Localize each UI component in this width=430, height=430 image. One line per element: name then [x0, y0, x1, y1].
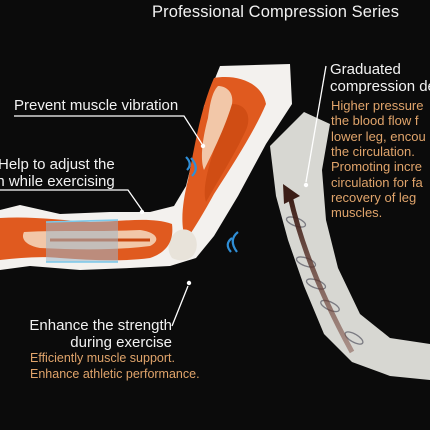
sleeve-leg	[270, 112, 430, 380]
thigh-muscle-inner	[204, 104, 249, 202]
callout-graduated-sub: Promoting incre	[331, 159, 423, 175]
callout-adjust-line: on while exercising	[0, 172, 115, 190]
callout-graduated-sub: lower leg, encou	[331, 128, 426, 144]
sleeve-band-top	[45, 219, 119, 223]
callout-adjust-line: Help to adjust the	[0, 156, 115, 173]
circulation-arrow	[287, 195, 355, 354]
callout-graduated-sub: the blood flow f	[331, 113, 419, 129]
sleeve-band	[46, 220, 118, 262]
callout-strength-sub: Enhance athletic performance.	[30, 367, 200, 382]
callout-graduated-sub: the circulation.	[331, 143, 415, 159]
callout-adjust-label: Help to adjust the on while exercising	[0, 156, 115, 191]
leader-vibration	[14, 115, 203, 145]
callout-graduated-label: Graduated compression de	[330, 61, 430, 96]
callout-strength-label: Enhance the strength during exercise	[20, 317, 172, 352]
anatomy-leg	[0, 64, 292, 270]
callout-strength-line: Enhance the strength	[29, 317, 172, 334]
circulation-arrowhead	[283, 184, 300, 204]
callout-graduated-sub: recovery of leg	[331, 189, 417, 205]
callout-strength-line: during exercise	[70, 333, 172, 351]
callout-strength-description: Efficiently muscle support. Enhance athl…	[30, 350, 200, 383]
callout-graduated-sub: muscles.	[331, 205, 383, 221]
knee	[168, 229, 197, 261]
callout-graduated-description: Higher pressure the blood flow f lower l…	[331, 98, 426, 221]
callout-strength-sub: Efficiently muscle support.	[30, 351, 175, 365]
callout-graduated-sub: circulation for fa	[331, 174, 423, 190]
callout-graduated-sub: Higher pressure	[331, 98, 424, 113]
callout-graduated-line: Graduated	[330, 61, 401, 78]
callout-vibration-label: Prevent muscle vibration	[14, 97, 179, 114]
callout-graduated-line: compression de	[330, 77, 430, 95]
thigh-muscle-highlight	[201, 86, 233, 170]
leader-adjust	[0, 189, 143, 211]
leader-lines	[0, 65, 327, 327]
vibration-marks	[185, 156, 239, 253]
page-title: Professional Compression Series	[152, 3, 400, 21]
leader-strength	[171, 285, 189, 327]
sleeve-leg-shape	[270, 112, 430, 380]
leader-graduated	[305, 65, 327, 183]
